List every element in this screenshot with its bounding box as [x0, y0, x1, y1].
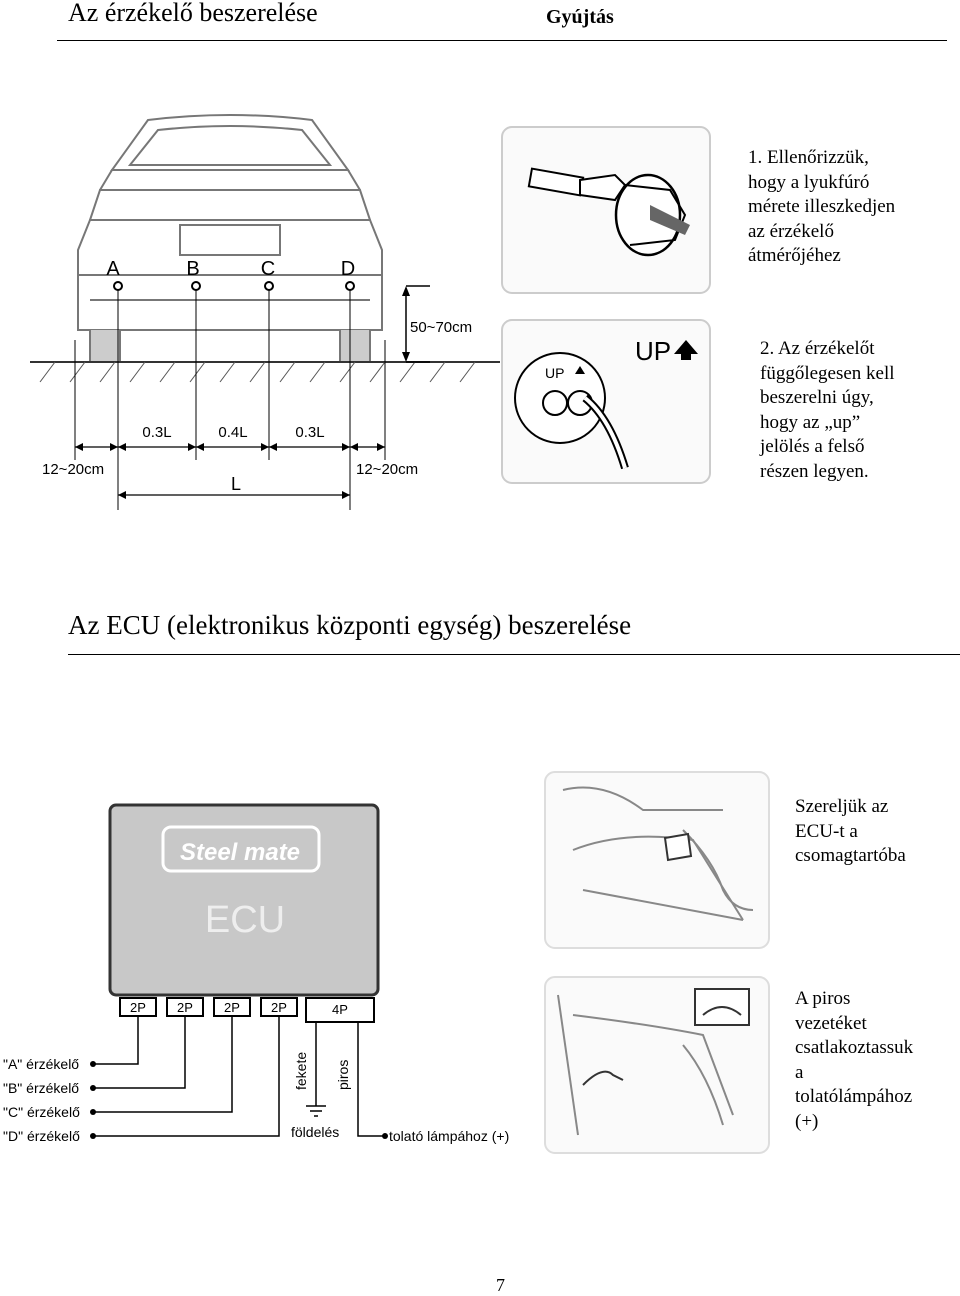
section-rule — [68, 654, 960, 655]
sensor-label-a: A — [106, 258, 120, 280]
reverse-lamp-illustration — [544, 976, 770, 1154]
height-label: 50~70cm — [410, 319, 472, 336]
edge-label-right: 12~20cm — [356, 461, 418, 478]
ecu-label: ECU — [205, 899, 285, 941]
sensor-b-label: "B" érzékelő — [3, 1080, 79, 1096]
wire-red-label: piros — [335, 1060, 351, 1090]
connector-4p: 4P — [332, 1002, 348, 1017]
page-title: Az érzékelő beszerelése — [68, 0, 318, 27]
page-subtitle: Gyújtás — [546, 6, 614, 28]
ecu-step-1-text: Szereljük az ECU-t a csomagtartóba — [795, 796, 906, 866]
sensor-label-c: C — [261, 258, 275, 280]
spacing-label-1: 0.3L — [142, 424, 171, 441]
step-1-text: 1. Ellenőrizzük, hogy a lyukfúró mérete … — [748, 147, 896, 266]
connector-2: 2P — [177, 1000, 193, 1015]
reverse-lamp-label: tolató lámpához (+) — [389, 1128, 509, 1144]
ecu-brand: Steel mate — [180, 839, 300, 866]
page-number: 7 — [496, 1275, 505, 1295]
connector-3: 2P — [224, 1000, 240, 1015]
car-rear-diagram: A B C D 50~70cm — [30, 114, 500, 510]
sensor-label-b: B — [186, 258, 199, 280]
sensor-point-b — [191, 281, 201, 291]
up-label-small: UP — [545, 365, 564, 381]
trunk-ecu-illustration — [544, 771, 770, 949]
sensor-a-label: "A" érzékelő — [3, 1056, 79, 1072]
ecu-wiring-diagram: Steel mate ECU 2P 2P 2P 2P 4P "A" érzéke… — [3, 803, 509, 1144]
sensor-label-d: D — [341, 258, 355, 280]
up-orientation-illustration: UP UP — [501, 319, 711, 484]
sensor-point-a — [113, 281, 123, 291]
length-label: L — [231, 474, 241, 494]
sensor-d-label: "D" érzékelő — [3, 1128, 80, 1144]
spacing-label-2: 0.4L — [218, 424, 247, 441]
spacing-label-3: 0.3L — [295, 424, 324, 441]
step-2-text: 2. Az érzékelőt függőlegesen kell beszer… — [760, 338, 895, 482]
sensor-point-c — [264, 281, 274, 291]
hole-saw-illustration — [501, 126, 711, 294]
ecu-step-2-text: A piros vezetéket csatlakoztassuk a tola… — [795, 988, 914, 1132]
up-arrow-icon — [674, 340, 698, 360]
ground-label: földelés — [291, 1124, 339, 1140]
up-label-big: UP — [635, 336, 671, 366]
header-rule — [57, 40, 947, 41]
sensor-point-d — [345, 281, 355, 291]
connector-4: 2P — [271, 1000, 287, 1015]
section-title: Az ECU (elektronikus központi egység) be… — [68, 610, 632, 640]
wire-black-label: fekete — [293, 1052, 309, 1090]
edge-label-left: 12~20cm — [42, 461, 104, 478]
sensor-c-label: "C" érzékelő — [3, 1104, 80, 1120]
connector-1: 2P — [130, 1000, 146, 1015]
